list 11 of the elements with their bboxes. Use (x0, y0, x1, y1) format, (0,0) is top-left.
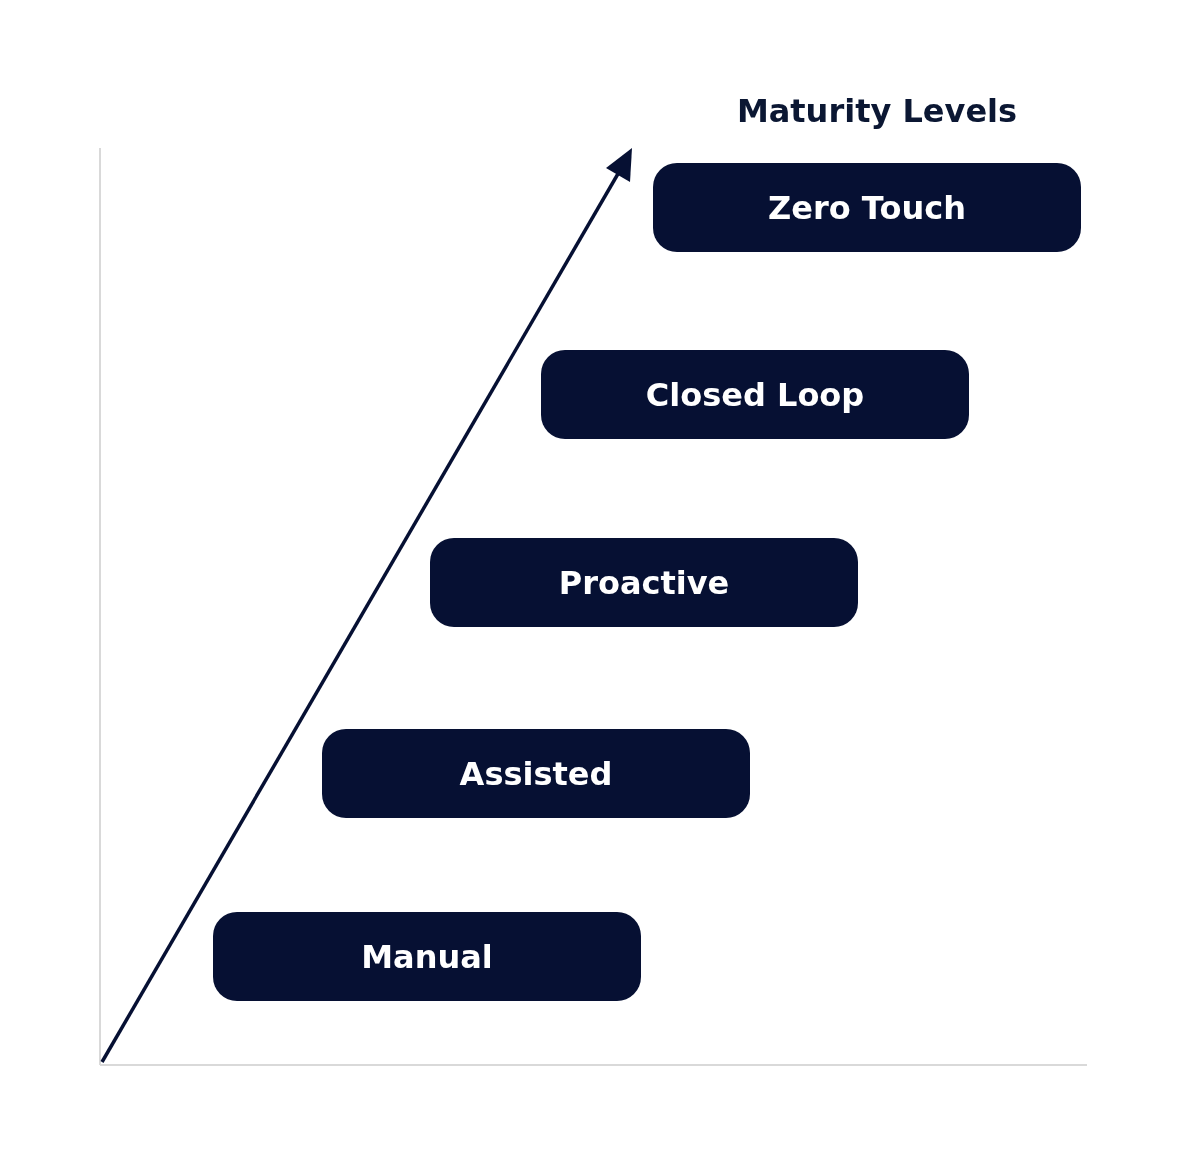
level-label: Assisted (459, 754, 613, 793)
level-box (213, 912, 641, 1001)
level-box (322, 729, 750, 818)
level-label: Proactive (558, 563, 730, 602)
level-box (430, 538, 858, 627)
level-box (653, 163, 1081, 252)
level-box (541, 350, 969, 439)
level-label: Manual (361, 937, 493, 976)
level-label: Zero Touch (768, 188, 966, 227)
level-label: Closed Loop (645, 375, 865, 414)
title: Maturity Levels (735, 92, 1019, 130)
